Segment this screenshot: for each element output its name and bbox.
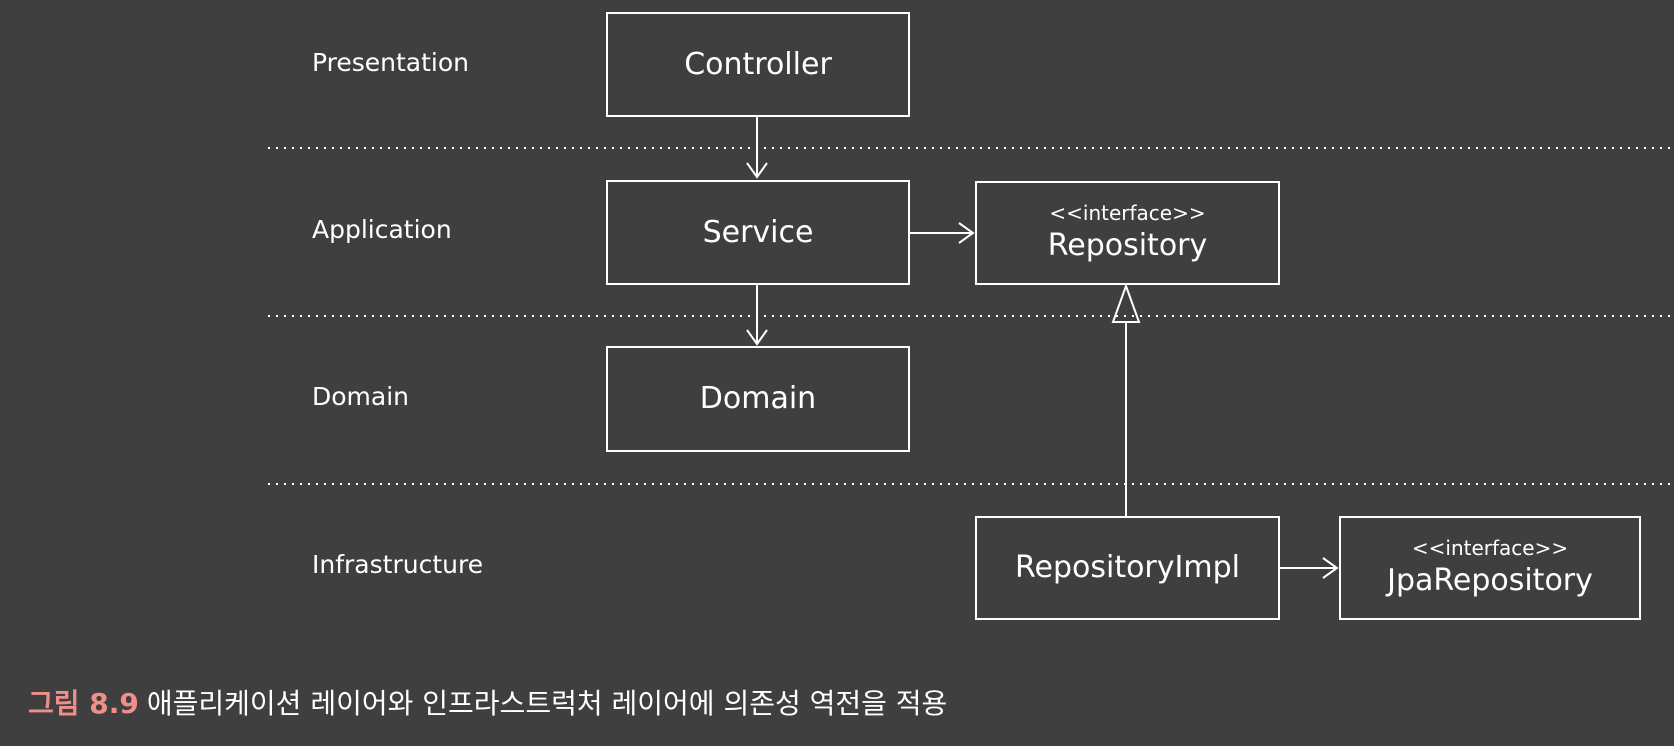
layer-label-presentation: Presentation (312, 48, 470, 77)
jpa-repository-interface-box: <<interface>> JpaRepository (1339, 516, 1641, 620)
arrow-service-to-repository (909, 222, 975, 244)
layer-label-application: Application (312, 215, 452, 244)
arrow-service-to-domain (746, 284, 768, 346)
arrow-controller-to-service (746, 117, 768, 179)
figure-number: 그림 8.9 (28, 687, 139, 720)
box-stereotype: <<interface>> (1411, 536, 1569, 560)
arrow-impl-realizes-repository (1111, 283, 1141, 516)
domain-box: Domain (606, 346, 910, 452)
service-box: Service (606, 180, 910, 285)
repository-impl-box: RepositoryImpl (975, 516, 1280, 620)
layer-label-infrastructure: Infrastructure (312, 550, 484, 579)
box-stereotype: <<interface>> (1049, 201, 1206, 225)
arrow-impl-to-jparepository (1279, 557, 1339, 579)
box-name: Service (702, 214, 814, 250)
layer-label-domain: Domain (312, 382, 410, 411)
box-name: Controller (684, 46, 832, 82)
box-name: RepositoryImpl (1015, 550, 1240, 585)
box-name: JpaRepository (1387, 563, 1593, 598)
box-name: Domain (699, 381, 817, 416)
figure-caption-text: 애플리케이션 레이어와 인프라스트럭처 레이어에 의존성 역전을 적용 (146, 687, 948, 720)
box-name: Repository (1047, 228, 1208, 263)
controller-box: Controller (606, 12, 910, 117)
repository-interface-box: <<interface>> Repository (975, 181, 1280, 285)
